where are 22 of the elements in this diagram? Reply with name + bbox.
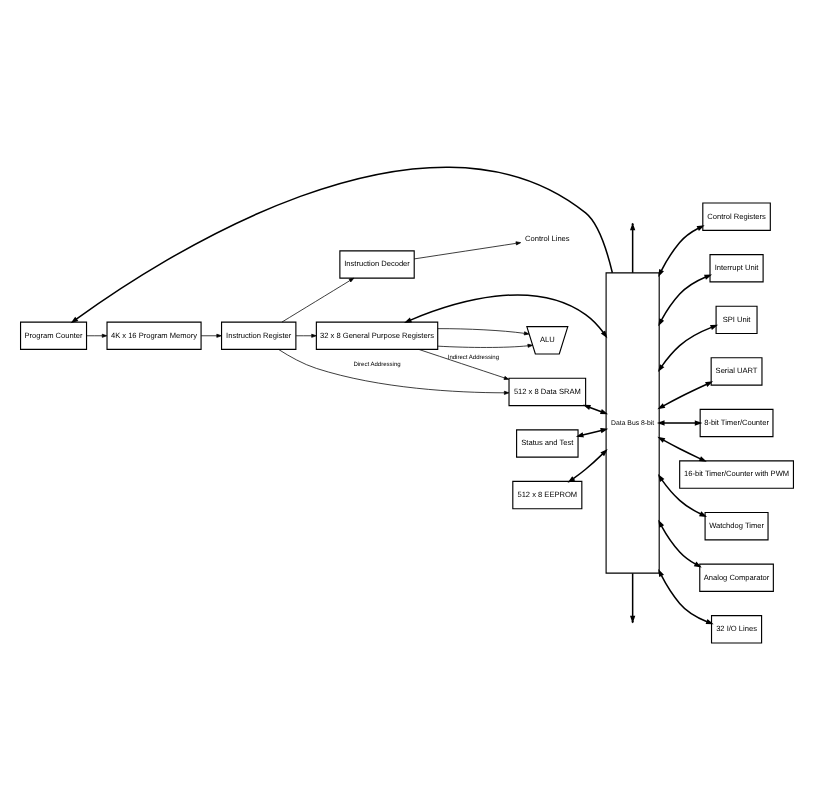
arrow — [200, 333, 222, 338]
arrow — [658, 274, 713, 327]
arrow — [657, 474, 708, 517]
arrow — [658, 519, 702, 568]
arrow — [413, 241, 522, 260]
arrow — [437, 328, 530, 336]
arrow — [658, 569, 714, 625]
arrow — [437, 343, 533, 348]
arrow — [575, 428, 609, 438]
arrow — [278, 349, 510, 395]
arrow — [281, 277, 355, 323]
arrow — [657, 436, 707, 462]
arrow — [70, 166, 614, 324]
arrow — [657, 324, 719, 372]
arrow — [86, 333, 108, 338]
arrow — [567, 448, 608, 483]
arrow — [656, 420, 703, 426]
arrow — [403, 294, 608, 339]
arrow — [657, 381, 714, 410]
arrow — [418, 349, 510, 380]
arrow — [295, 333, 317, 338]
arrow — [658, 225, 705, 277]
